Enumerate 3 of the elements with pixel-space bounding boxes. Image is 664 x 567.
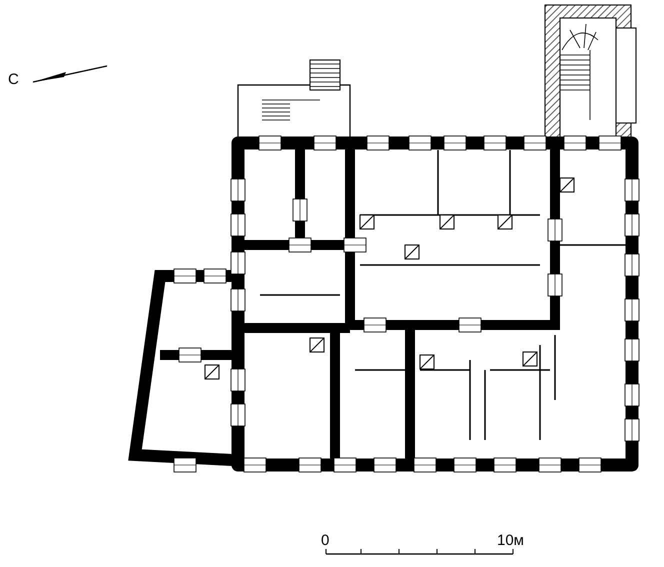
compass-letter: С bbox=[8, 72, 19, 87]
scale-label: 0 bbox=[321, 533, 330, 548]
scale-label: 10м bbox=[497, 533, 524, 548]
